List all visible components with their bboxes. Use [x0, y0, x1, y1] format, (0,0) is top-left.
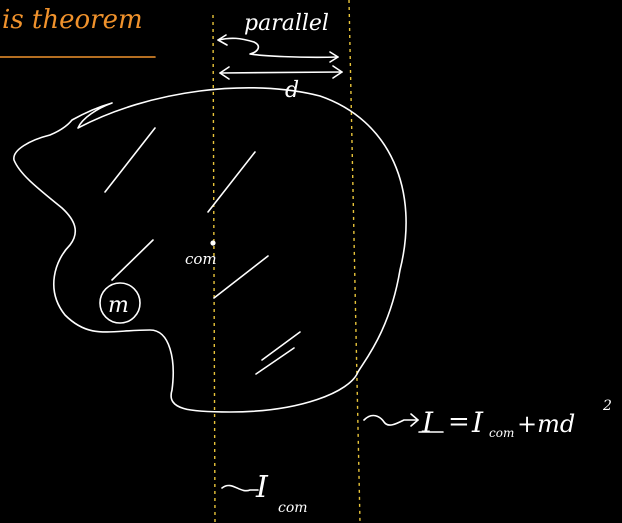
- pointer-arrow-equation: [363, 413, 419, 427]
- icom-label-sub: com: [278, 500, 308, 516]
- parallel-arrow: [217, 34, 339, 63]
- equation-exponent: 2: [602, 398, 612, 414]
- equation-icom-i: I: [471, 406, 484, 439]
- pointer-arrow-icom: [221, 484, 259, 492]
- equation-lhs: I: [421, 406, 434, 439]
- equation-equals: =: [448, 407, 470, 437]
- com-label: com: [185, 250, 217, 268]
- com-point: [210, 240, 216, 246]
- body-shading: [104, 127, 301, 375]
- rigid-body-outline: [13, 86, 407, 413]
- mass-element-circle: [99, 282, 141, 324]
- equation-icom-sub: com: [489, 426, 514, 440]
- distance-arrow: [219, 65, 343, 80]
- com-axis: [212, 14, 216, 523]
- icom-label-i: I: [255, 470, 269, 505]
- mass-label: m: [108, 293, 129, 318]
- heading-text: is theorem: [2, 5, 143, 35]
- parallel-axis: [348, 0, 361, 523]
- equation-rest: +md: [517, 410, 575, 438]
- parallel-label: parallel: [244, 11, 329, 36]
